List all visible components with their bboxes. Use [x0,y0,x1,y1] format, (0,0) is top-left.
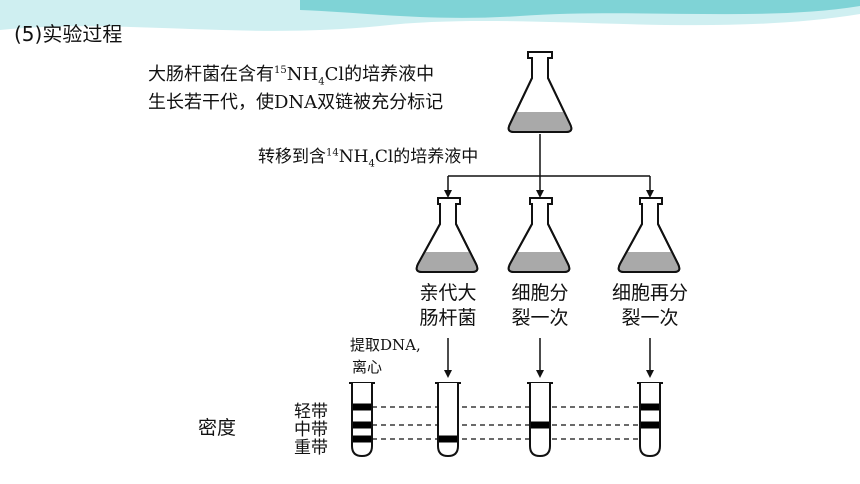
dna-band-middle [531,421,549,429]
section-title: (5)实验过程 [14,22,123,46]
test-tube-icon [349,382,375,458]
flask-icon [617,197,681,273]
banner-wave-mid [300,0,860,18]
flask-label-line: 细胞分 [511,282,569,304]
dna-band-middle [641,421,659,429]
test-tube-icon [435,382,461,458]
transfer-pre: 转移到含 [258,147,326,167]
flask-label-line: 肠杆菌 [419,307,477,329]
test-tube-icon [527,382,553,458]
band-guide-lines [372,406,642,440]
branch-arrows [447,134,651,192]
transfer-post: Cl的培养液中 [374,147,479,167]
intro-nh: NH [286,64,319,85]
dna-band-light [353,403,371,411]
extract-arrows [447,338,651,372]
test-tubes [349,382,663,458]
dna-band-middle [353,421,371,429]
extract-label-line2: 离心 [352,358,383,376]
transfer-sub-4: 4 [368,158,375,170]
flask-label-parent: 亲代大 肠杆菌 [393,281,503,331]
flask-label-line: 细胞再分 [611,282,688,304]
arrow-down-icon [444,370,654,378]
density-label: 密度 [198,417,237,439]
flask-icon [415,197,479,273]
intro-line-1: 大肠杆菌在含有15NH4Cl的培养液中 [148,60,434,88]
arrow-down-icon [444,190,654,198]
flask-label-first-division: 细胞分 裂一次 [485,281,595,331]
flask-label-line: 裂一次 [621,307,679,329]
dna-band-heavy [439,435,457,443]
intro-isotope-15: 15 [274,65,287,76]
header-banner [0,0,860,31]
transfer-label: 转移到含14NH4Cl的培养液中 [258,142,478,169]
intro-line1-post: Cl的培养液中 [324,64,435,85]
extract-label-line1: 提取DNA, [350,336,421,354]
test-tube-icon [637,382,663,458]
intro-line-2: 生长若干代，使DNA双链被充分标记 [148,92,444,113]
flask-icon [507,51,573,133]
transfer-nh: NH [338,147,369,167]
transfer-isotope-14: 14 [326,147,339,159]
dna-band-light [641,403,659,411]
dna-band-heavy [353,435,371,443]
flask-icon [507,197,571,273]
band-label-light: 轻带 [294,402,328,422]
band-label-middle: 中带 [294,420,328,440]
intro-line1-pre: 大肠杆菌在含有 [148,64,274,85]
flask-label-line: 亲代大 [419,282,477,304]
intro-sub-4: 4 [318,76,325,88]
flask-label-second-division: 细胞再分 裂一次 [595,281,705,331]
flask-label-line: 裂一次 [511,307,569,329]
band-label-heavy: 重带 [294,438,328,458]
